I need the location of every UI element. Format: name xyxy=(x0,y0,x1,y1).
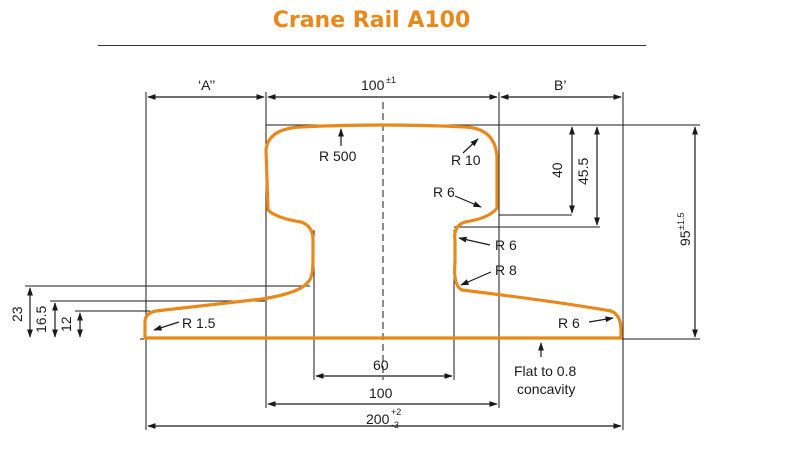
r1-5-label: R 1.5 xyxy=(182,315,216,331)
head-width-label: 100 xyxy=(361,77,385,93)
zone-a-label: ‘A’’ xyxy=(198,77,215,93)
r8-label: R 8 xyxy=(495,262,517,278)
title-rule xyxy=(98,45,646,46)
r10-label: R 10 xyxy=(451,152,481,168)
flat-note-line1: Flat to 0.8 xyxy=(514,363,576,379)
extension-lines xyxy=(25,92,700,430)
h40-label: 40 xyxy=(549,162,565,178)
rail-profile xyxy=(143,123,623,340)
flat-note-line2: concavity xyxy=(517,381,575,397)
h45-5-label: 45.5 xyxy=(575,158,591,185)
base-width-tol-upper: +2 xyxy=(391,407,401,417)
web-60-label: 60 xyxy=(373,357,389,373)
diagram-title: Crane Rail A100 xyxy=(272,8,471,33)
base-width-label: 200 xyxy=(366,411,390,427)
radius-leaders xyxy=(153,128,614,357)
dimension-lines xyxy=(27,94,698,429)
base-width-tol-lower: -3 xyxy=(391,420,399,430)
zone-b-label: B’ xyxy=(554,77,566,93)
total-height-label: 95 xyxy=(677,230,693,246)
r6-foot-label: R 6 xyxy=(558,315,580,331)
r6-upper-label: R 6 xyxy=(433,184,455,200)
head-width-tolerance: ±1 xyxy=(386,75,396,85)
r500-label: R 500 xyxy=(319,148,357,164)
r6-web-label: R 6 xyxy=(495,237,517,253)
h12-label: 12 xyxy=(58,316,74,332)
h16-5-label: 16.5 xyxy=(33,306,49,333)
total-height-tolerance: ±1.5 xyxy=(676,213,686,230)
h23-label: 23 xyxy=(9,306,25,322)
web-100-label: 100 xyxy=(369,385,393,401)
